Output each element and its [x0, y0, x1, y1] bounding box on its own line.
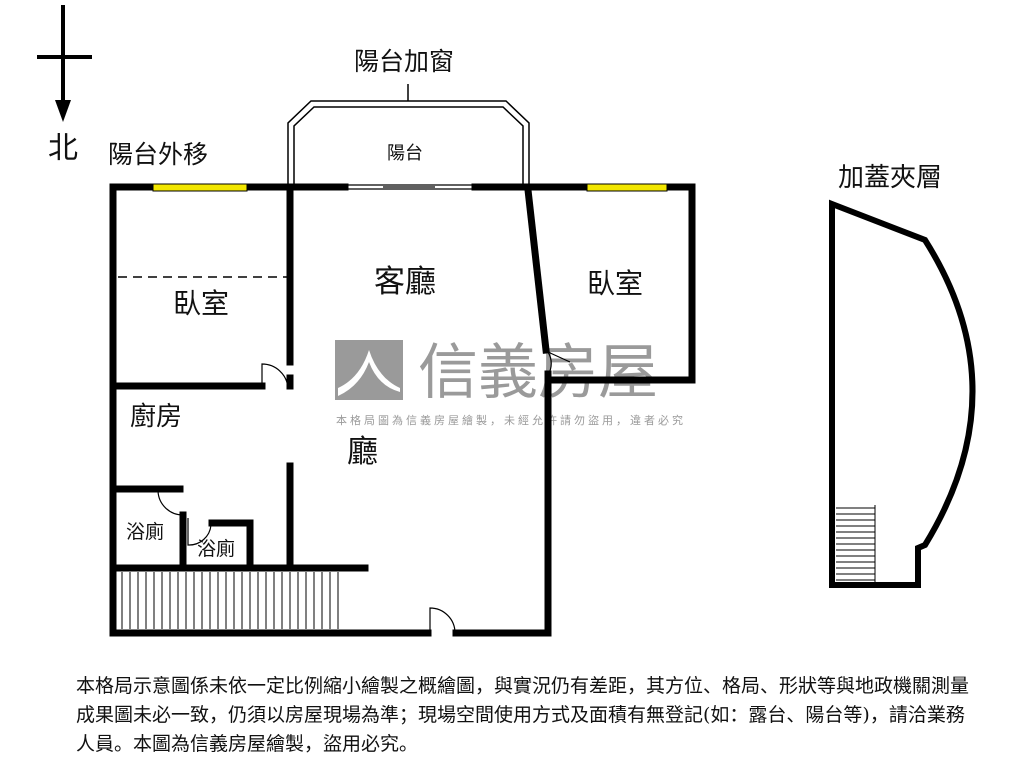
- mezzanine-outline: [829, 199, 976, 588]
- walls: [109, 183, 696, 637]
- north-label: 北: [48, 131, 78, 166]
- kitchen-label: 廚房: [130, 402, 182, 432]
- door-bedroom-left: [261, 363, 289, 389]
- disclaimer-text: 本格局示意圖係未依一定比例縮小繪製之概繪圖，與實況仍有差距，其方位、格局、形狀等…: [76, 675, 970, 755]
- balcony-window-label: 陽台加窗: [354, 47, 454, 76]
- staircase: [121, 572, 339, 629]
- balcony-label: 陽台: [387, 143, 423, 164]
- bath-2-label: 浴廁: [197, 537, 235, 560]
- north-compass-icon: [37, 5, 92, 122]
- mezzanine-label: 加蓋夾層: [838, 163, 942, 193]
- hall-label: 廳: [347, 434, 378, 470]
- watermark-notice: 本格局圖為信義房屋繪製，未經允許請勿盜用，違者必究: [336, 413, 686, 427]
- door-bath-2: [187, 518, 212, 546]
- bedroom-left-label: 臥室: [173, 287, 229, 320]
- living-room-label: 客廳: [374, 264, 436, 300]
- sliding-door: [345, 184, 475, 190]
- watermark: 信義房屋 本格局圖為信義房屋繪製，未經允許請勿盜用，違者必究: [335, 338, 686, 427]
- door-bedroom-right: [547, 351, 571, 376]
- door-entrance: [429, 607, 456, 634]
- mezzanine-staircase: [836, 505, 876, 583]
- balcony-moved-label: 陽台外移: [108, 140, 208, 169]
- window-left: [152, 183, 248, 192]
- watermark-brand: 信義房屋: [418, 338, 658, 408]
- bedroom-right-label: 臥室: [587, 267, 643, 300]
- balcony-outline: [287, 84, 530, 187]
- door-bath-1: [157, 490, 184, 516]
- window-right: [586, 183, 668, 192]
- bath-1-label: 浴廁: [126, 520, 164, 543]
